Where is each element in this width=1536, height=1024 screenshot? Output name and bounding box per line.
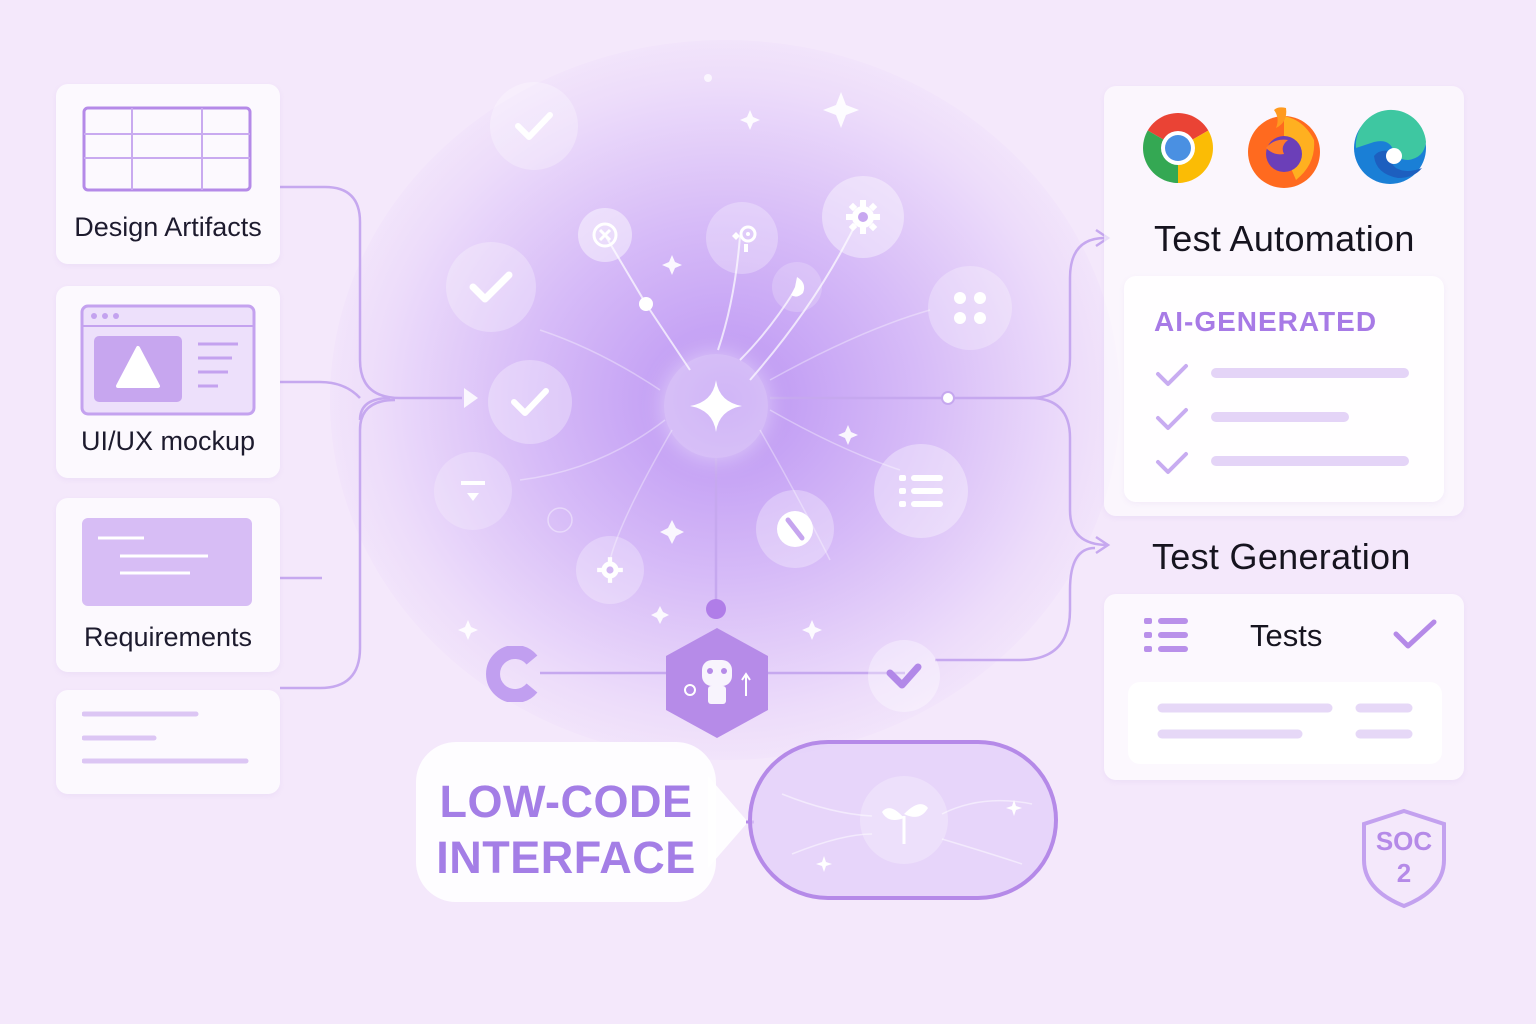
x-circle-node[interactable] — [578, 208, 632, 262]
ai-core-node[interactable] — [664, 354, 768, 458]
grid-icon — [82, 106, 252, 192]
leaf-node[interactable] — [772, 262, 822, 312]
robot-icon — [666, 628, 768, 738]
text-lines-icon — [82, 711, 249, 764]
filter-node[interactable] — [434, 452, 512, 530]
mockup-icon — [80, 304, 256, 416]
firefox-icon[interactable] — [1244, 104, 1324, 195]
extra-input-card[interactable] — [56, 690, 280, 794]
check-icon — [515, 112, 553, 140]
design-artifacts-label: Design Artifacts — [74, 212, 262, 242]
block-icon — [777, 511, 813, 547]
low-code-line1: LOW-CODE — [439, 776, 693, 827]
soc2-line1: SOC — [1375, 826, 1433, 856]
check-icon — [511, 388, 549, 416]
sparkle-icon — [690, 380, 742, 432]
shield-icon — [1362, 808, 1446, 909]
soc2-line2: 2 — [1396, 858, 1412, 888]
edge-icon[interactable] — [1350, 108, 1430, 193]
gear-node[interactable] — [822, 176, 904, 258]
low-code-line2: INTERFACE — [436, 832, 696, 883]
list-icon — [899, 475, 943, 507]
tests-panel[interactable]: Tests — [1104, 594, 1464, 780]
test-automation-heading: Test Automation — [1154, 218, 1415, 259]
block-node[interactable] — [756, 490, 834, 568]
low-code-toggle[interactable] — [748, 740, 1058, 900]
filter-icon — [461, 481, 485, 501]
dots-grid-icon — [954, 292, 986, 324]
x-circle-icon — [592, 222, 618, 248]
mockup-card[interactable]: UI/UX mockup — [56, 286, 280, 478]
mockup-label: UI/UX mockup — [80, 426, 256, 456]
small-gear-node[interactable] — [576, 536, 644, 604]
requirements-card[interactable]: Requirements — [56, 498, 280, 672]
gear-icon — [597, 557, 623, 583]
ai-generated-card[interactable]: AI-GENERATED — [1124, 276, 1444, 502]
list-node[interactable] — [874, 444, 968, 538]
test-lines — [1157, 703, 1413, 739]
tools-icon — [732, 225, 757, 252]
document-icon — [82, 518, 252, 606]
ai-generated-label: AI-GENERATED — [1154, 306, 1378, 337]
soc2-badge: SOC 2 — [1360, 808, 1448, 915]
check-node-left[interactable] — [446, 242, 536, 332]
list-icon — [1144, 618, 1188, 652]
check-icon — [1393, 619, 1437, 649]
test-generation-heading: Test Generation — [1152, 536, 1411, 577]
requirements-label: Requirements — [83, 622, 253, 652]
check-icon — [469, 271, 513, 303]
check-node-top[interactable] — [490, 82, 578, 170]
design-artifacts-card[interactable]: Design Artifacts — [56, 84, 280, 264]
check-node-mid[interactable] — [488, 360, 572, 444]
dots-node[interactable] — [928, 266, 1012, 350]
c-node[interactable] — [486, 645, 542, 707]
low-code-card[interactable]: LOW-CODE INTERFACE — [416, 742, 716, 902]
tests-label: Tests — [1250, 618, 1323, 653]
tools-node[interactable] — [706, 202, 778, 274]
chrome-icon[interactable] — [1138, 108, 1218, 193]
checklist — [1156, 364, 1409, 474]
leaf-icon — [791, 277, 805, 297]
check-icon — [886, 663, 922, 689]
c-icon — [486, 645, 538, 703]
robot-node[interactable] — [662, 626, 772, 745]
seedling-icon — [781, 776, 1033, 872]
test-row-card[interactable] — [1128, 682, 1442, 764]
check-node-bottom[interactable] — [868, 640, 940, 712]
gear-icon — [846, 200, 880, 234]
